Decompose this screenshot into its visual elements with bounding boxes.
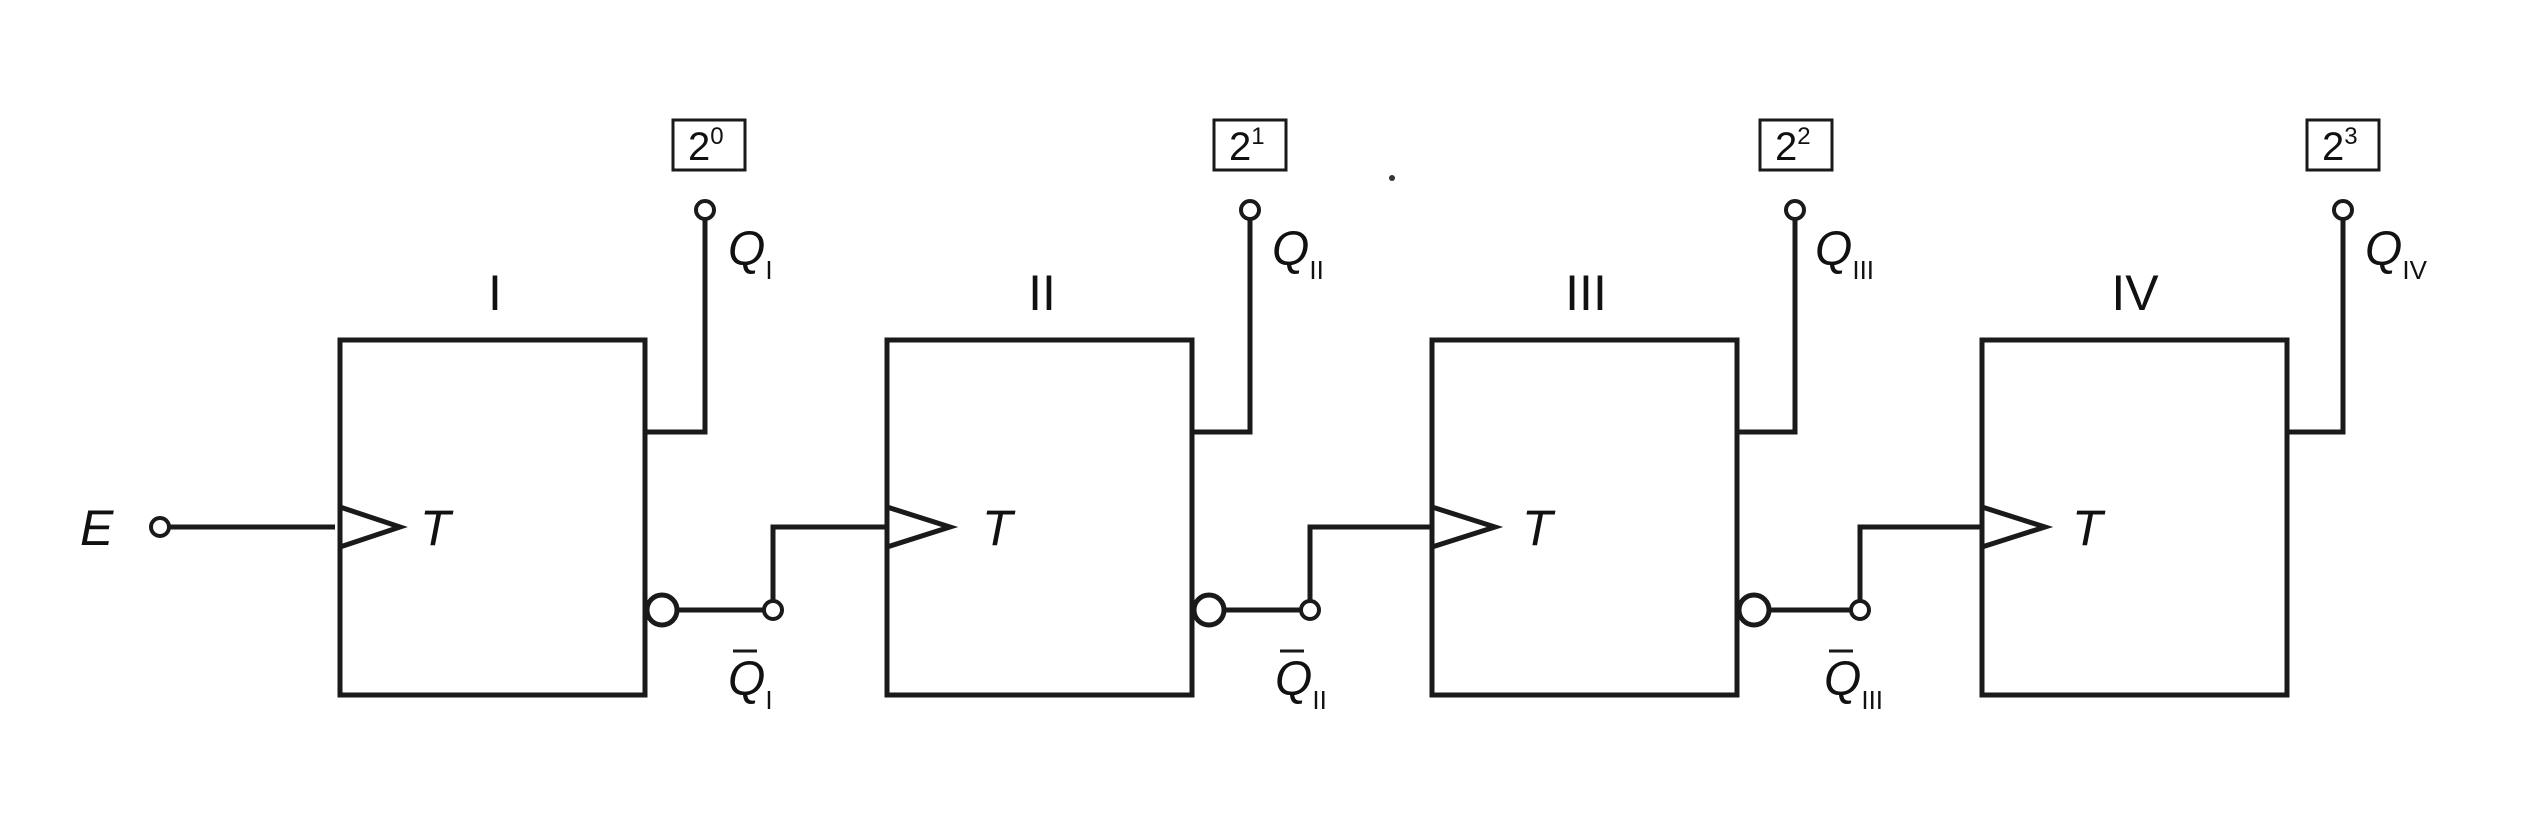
flip-flop-3-qbar-subscript: III xyxy=(1861,685,1883,715)
flip-flop-3-weight-base: 2 xyxy=(1775,125,1797,169)
flip-flop-2-weight-box xyxy=(1212,118,1288,172)
flip-flop-1-q-letter: Q xyxy=(728,223,765,276)
flip-flop-4: IV T QIV 23 xyxy=(1979,118,2428,698)
flip-flop-1-qbar-subscript: I xyxy=(765,685,772,715)
link-2-3-wire xyxy=(1307,524,1432,601)
flip-flop-3-clock-triangle xyxy=(1431,504,1504,550)
flip-flop-1-weight: 20 xyxy=(688,123,724,169)
flip-flop-1-box xyxy=(337,337,648,698)
flip-flop-3-weight: 22 xyxy=(1775,123,1811,169)
flip-flop-1-weight-base: 2 xyxy=(688,125,710,169)
flip-flop-4-weight-box xyxy=(2305,118,2381,172)
scan-speck xyxy=(1389,175,1395,181)
flip-flop-2-q-letter: Q xyxy=(1272,223,1309,276)
flip-flop-4-number: IV xyxy=(2111,265,2159,321)
flip-flop-3-q-subscript: III xyxy=(1852,255,1874,285)
flip-flop-2-weight-exponent: 1 xyxy=(1251,123,1264,150)
flip-flop-1-clock-triangle xyxy=(339,504,408,550)
flip-flop-4-input-label: T xyxy=(2072,500,2106,556)
flip-flop-1-q-label: QI xyxy=(728,223,773,285)
flip-flop-1-qbar-terminal xyxy=(762,599,784,621)
flip-flop-1-qbar-label: QI xyxy=(728,653,773,715)
flip-flop-3-inversion-bubble xyxy=(1736,592,1772,628)
flip-flop-3-weight-box xyxy=(1758,118,1834,172)
flip-flop-2-q-terminal xyxy=(1239,199,1261,221)
flip-flop-1-q-wire xyxy=(645,220,708,435)
flip-flop-3-qbar-letter: Q xyxy=(1824,653,1861,706)
flip-flop-4-q-wire xyxy=(2287,220,2346,435)
flip-flop-2-q-subscript: II xyxy=(1309,255,1323,285)
flip-flop-1-qbar-letter: Q xyxy=(728,653,765,706)
flip-flop-3-box xyxy=(1429,337,1740,698)
link-3-4-wire xyxy=(1857,524,1982,601)
flip-flop-1: I T QI 20 QI xyxy=(337,118,784,715)
flip-flop-1-weight-exponent: 0 xyxy=(710,123,723,150)
flip-flop-4-q-subscript: IV xyxy=(2402,255,2427,285)
flip-flop-1-q-terminal xyxy=(694,199,716,221)
flip-flop-4-q-terminal xyxy=(2332,199,2354,221)
flip-flop-4-q-letter: Q xyxy=(2365,223,2402,276)
flip-flop-4-weight-exponent: 3 xyxy=(2344,123,2357,150)
flip-flop-2-box xyxy=(884,337,1195,698)
flip-flop-3-q-terminal xyxy=(1784,199,1806,221)
input-label-e: E xyxy=(80,500,114,556)
flip-flop-3-number: III xyxy=(1565,265,1607,321)
flip-flop-2-qbar-letter: Q xyxy=(1275,653,1312,706)
flip-flop-1-q-subscript: I xyxy=(765,255,772,285)
flip-flop-4-clock-triangle xyxy=(1981,504,2054,550)
flip-flop-3-qbar-label: QIII xyxy=(1824,653,1883,715)
flip-flop-3-q-wire xyxy=(1737,220,1798,435)
flip-flop-2-input-label: T xyxy=(982,500,1016,556)
flip-flop-3: III T QIII 22 QIII xyxy=(1429,118,1883,715)
flip-flop-3-input-label: T xyxy=(1522,500,1556,556)
flip-flop-4-box xyxy=(1979,337,2290,698)
flip-flop-2-qbar-label: QII xyxy=(1275,653,1327,715)
flip-flop-1-number: I xyxy=(488,265,502,321)
flip-flop-3-q-letter: Q xyxy=(1815,223,1852,276)
flip-flop-2-weight-base: 2 xyxy=(1229,125,1251,169)
flip-flop-2-inversion-bubble xyxy=(1191,592,1227,628)
flip-flop-3-q-label: QIII xyxy=(1815,223,1874,285)
flip-flop-4-weight-base: 2 xyxy=(2322,125,2344,169)
flip-flop-2-number: II xyxy=(1028,265,1056,321)
flip-flop-4-weight: 23 xyxy=(2322,123,2358,169)
link-1-2-wire xyxy=(770,524,887,601)
flip-flop-2-q-wire xyxy=(1192,220,1253,435)
flip-flop-1-input-label: T xyxy=(420,500,454,556)
flip-flop-2-q-label: QII xyxy=(1272,223,1324,285)
flip-flop-2-qbar-subscript: II xyxy=(1312,685,1326,715)
flip-flop-2-weight: 21 xyxy=(1229,123,1265,169)
flip-flop-1-inversion-bubble xyxy=(644,592,680,628)
flip-flop-3-qbar-terminal xyxy=(1849,599,1871,621)
input-terminal xyxy=(149,516,171,538)
flip-flop-2: II T QII 21 QII xyxy=(884,118,1327,715)
flip-flop-3-weight-exponent: 2 xyxy=(1797,123,1810,150)
flip-flop-2-qbar-terminal xyxy=(1299,599,1321,621)
flip-flop-1-weight-box xyxy=(671,118,747,172)
flip-flop-4-q-label: QIV xyxy=(2365,223,2428,285)
flip-flop-2-clock-triangle xyxy=(886,504,959,550)
